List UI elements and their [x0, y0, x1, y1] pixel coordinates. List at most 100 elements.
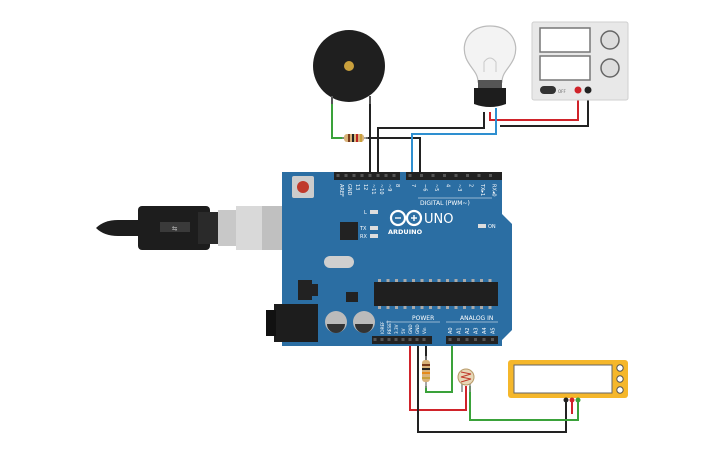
led-l-label: L: [364, 210, 367, 216]
multimeter-probe-v[interactable]: [569, 397, 575, 403]
led-rx-label: RX: [360, 234, 367, 240]
ps-knob-voltage[interactable]: [600, 30, 620, 50]
resistor-ldr[interactable]: [422, 356, 430, 388]
wire-5v-red: [409, 336, 467, 411]
chip-leg: [378, 306, 381, 309]
header-top-left[interactable]: [334, 172, 400, 180]
chip-leg: [437, 279, 441, 282]
top-pin-hole[interactable]: [376, 174, 380, 177]
chip-leg: [471, 306, 475, 309]
power-pin-hole[interactable]: [415, 338, 419, 341]
top-pin-label: ~11: [370, 184, 376, 195]
wire-ps-black: [500, 92, 589, 127]
power-pin-hole[interactable]: [408, 338, 412, 341]
on-led-label: ON: [488, 224, 496, 230]
chip-leg: [480, 279, 483, 282]
wires: [331, 92, 589, 433]
usb-chip: [340, 222, 358, 240]
ps-terminal-negative[interactable]: [584, 86, 592, 94]
top-pin-label: 8: [394, 184, 400, 187]
digital-header-label: DIGITAL (PWM~): [420, 200, 470, 207]
top-pin-hole[interactable]: [477, 174, 481, 177]
arduino-brand-text: ARDUINO: [388, 228, 423, 236]
ps-power-button[interactable]: [540, 86, 556, 94]
multimeter-display: [513, 364, 613, 394]
multimeter-mode-r[interactable]: [616, 386, 624, 394]
header-analog[interactable]: [446, 336, 498, 344]
top-pin-hole[interactable]: [454, 174, 458, 177]
chip-leg: [480, 306, 483, 309]
multimeter-probe-com[interactable]: [563, 397, 569, 403]
top-pin-hole[interactable]: [443, 174, 446, 177]
top-pin-hole[interactable]: [408, 174, 412, 177]
multimeter-mode-a[interactable]: [616, 364, 624, 372]
power-pin-hole[interactable]: [387, 338, 391, 341]
top-pin-label: ~6: [422, 184, 428, 191]
top-pin-hole[interactable]: [420, 174, 423, 177]
chip-leg: [488, 279, 492, 282]
wire-lamp-red: [489, 92, 579, 121]
wire-lamp-blue: [411, 108, 497, 178]
chip-leg: [420, 306, 424, 309]
top-pin-hole[interactable]: [352, 174, 356, 177]
arduino-logo-icon: [389, 209, 423, 227]
chip-leg: [471, 279, 475, 282]
resistor-buzzer[interactable]: [342, 134, 368, 142]
top-pin-hole[interactable]: [344, 174, 348, 177]
photoresistor[interactable]: [457, 368, 475, 392]
chip-leg: [446, 279, 449, 282]
header-top-right[interactable]: [406, 172, 502, 180]
analog-header-label: ANALOG IN: [460, 315, 493, 322]
multimeter-probe-a[interactable]: [575, 397, 581, 403]
power-supply[interactable]: OFF: [531, 21, 629, 101]
top-pin-hole[interactable]: [336, 174, 340, 177]
top-pin-label: TX▸1: [479, 183, 485, 196]
analog-pin-label: A1: [457, 327, 463, 334]
power-header-label: POWER: [412, 315, 434, 322]
analog-pin-hole[interactable]: [474, 338, 477, 341]
analog-pin-hole[interactable]: [448, 338, 452, 341]
power-pin-label: 5V: [401, 328, 406, 334]
multimeter[interactable]: [508, 360, 628, 403]
top-pin-hole[interactable]: [368, 174, 372, 177]
ps-terminal-positive[interactable]: [574, 86, 582, 94]
analog-pin-hole[interactable]: [465, 338, 469, 341]
power-pin-hole[interactable]: [401, 338, 405, 341]
top-pin-hole[interactable]: [466, 174, 469, 177]
top-pin-hole[interactable]: [392, 174, 396, 177]
piezo-buzzer[interactable]: [313, 30, 385, 104]
top-pin-label: 4: [445, 184, 451, 187]
top-pin-hole[interactable]: [431, 174, 435, 177]
usb-icon: ⇆: [172, 224, 178, 234]
power-pin-hole[interactable]: [422, 338, 426, 341]
chip-leg: [488, 306, 492, 309]
wire-a0-green: [425, 336, 453, 393]
chip-leg: [454, 279, 458, 282]
top-pin-label: ~9: [386, 184, 392, 191]
chip-leg: [386, 279, 390, 282]
light-bulb[interactable]: [463, 25, 517, 107]
power-pin-hole[interactable]: [380, 338, 384, 341]
power-pin-label: GND: [408, 324, 413, 334]
top-pin-hole[interactable]: [360, 174, 364, 177]
analog-pin-hole[interactable]: [482, 338, 486, 341]
analog-pin-hole[interactable]: [491, 338, 494, 341]
top-pin-label: 13: [354, 184, 360, 190]
top-pin-label: 2: [468, 184, 474, 187]
power-pin-hole[interactable]: [394, 338, 398, 341]
top-pin-label: 12: [362, 184, 368, 190]
usb-cable[interactable]: ⇆: [96, 206, 304, 250]
led-tx-label: TX: [359, 226, 367, 232]
power-pin-hole[interactable]: [373, 338, 377, 341]
top-pin-hole[interactable]: [489, 174, 492, 177]
top-pin-hole[interactable]: [384, 174, 388, 177]
chip-leg: [395, 306, 398, 309]
analog-pin-hole[interactable]: [457, 338, 460, 341]
voltage-regulator: [298, 280, 312, 300]
multimeter-mode-v[interactable]: [616, 375, 624, 383]
ps-knob-current[interactable]: [600, 58, 620, 78]
top-pin-label: AREF: [338, 184, 344, 197]
chip-leg: [412, 279, 415, 282]
